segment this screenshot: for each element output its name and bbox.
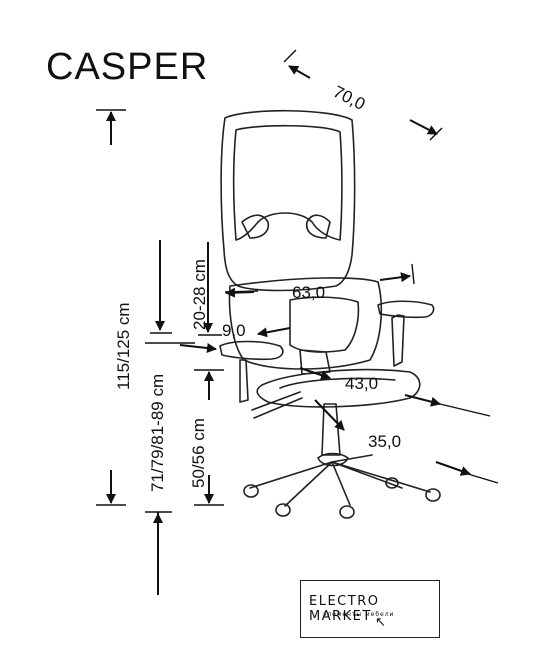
armrest-right [377,300,435,319]
backrest-inner [232,124,343,241]
caster [275,503,291,517]
width-label: 70,0 [330,82,368,114]
seat-depth-label: 43,0 [345,374,378,393]
star-base [249,454,431,507]
gas-lift [321,403,341,456]
logo-tagline: элементы мебели [323,611,395,618]
dimension-labels: 70,0 63,0 9,0 43,0 35,0 115/125 cm 20-28… [114,82,401,492]
chair-drawing [219,109,441,519]
product-title: CASPER [46,46,209,88]
tilt-arm [251,391,303,419]
backrest-frame [220,109,356,292]
lumbar-support [289,296,360,353]
armrest-left-post [239,359,249,403]
caster [385,477,399,489]
caster [425,488,441,502]
headrest-cutout [305,214,331,239]
seat-height-label: 50/56 cm [189,418,208,488]
armrest-width-label: 9,0 [222,321,246,340]
total-height-label: 115/125 cm [114,302,133,390]
seat-width-label: 63,0 [292,283,325,302]
star-base-hub [317,452,349,467]
caster [339,505,355,519]
dimension-lines [96,49,499,595]
armrest-right-post [391,314,405,367]
armrest-left [219,340,284,361]
electro-market-logo: ELECTRO MARKET элементы мебели ↖ [300,580,440,638]
lower-backrest [228,277,383,370]
cursor-arrow-icon: ↖ [375,615,386,630]
headrest-adjust-label: 20-28 cm [190,259,209,330]
caster [243,484,259,498]
armrest-height-label: 71/79/81-89 cm [148,374,167,492]
logo-brand: ELECTRO MARKET [309,594,380,624]
seat [256,368,421,408]
base-label: 35,0 [368,432,401,451]
headrest-cutout [241,214,270,239]
